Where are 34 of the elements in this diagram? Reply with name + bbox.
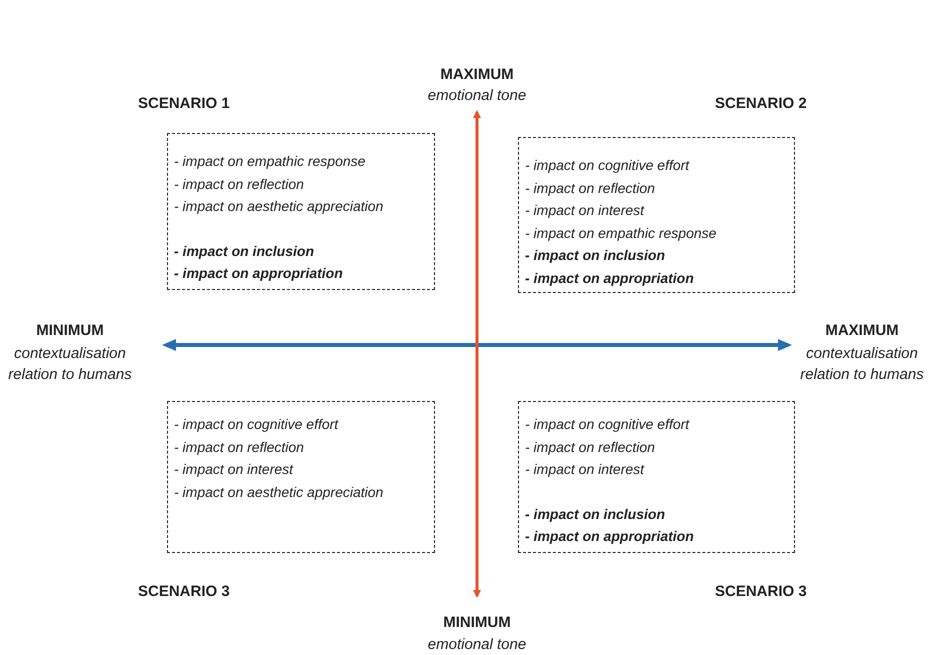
- scenario-heading: SCENARIO 3: [715, 583, 807, 600]
- impact-item: - impact on reflection: [525, 438, 655, 457]
- impact-item: - impact on appropriation: [174, 264, 343, 283]
- axis-caption: contextualisation: [14, 345, 126, 362]
- axis-caption: relation to humans: [8, 366, 132, 383]
- axis-end-label: MAXIMUM: [825, 322, 899, 339]
- axis-caption: contextualisation: [806, 345, 918, 362]
- axis-end-label: MINIMUM: [36, 322, 104, 339]
- impact-item: - impact on interest: [525, 460, 644, 479]
- impact-item: - impact on aesthetic appreciation: [174, 197, 384, 216]
- impact-item: - impact on empathic response: [525, 224, 716, 243]
- impact-item: - impact on reflection: [174, 174, 304, 194]
- axis-caption: relation to humans: [800, 366, 924, 383]
- axis-end-label: MAXIMUM: [440, 66, 514, 83]
- impact-item: - impact on reflection: [174, 438, 304, 457]
- axis-end-label: MINIMUM: [443, 614, 511, 631]
- impact-item: - impact on appropriation: [525, 527, 694, 546]
- impact-item: - impact on cognitive effort: [525, 415, 690, 434]
- impact-item: - impact on reflection: [525, 178, 655, 198]
- impact-item: - impact on inclusion: [174, 242, 314, 261]
- axis-caption: emotional tone: [428, 636, 526, 653]
- scenario-heading: SCENARIO 1: [138, 95, 230, 112]
- axis-caption: emotional tone: [428, 87, 526, 104]
- impact-item: - impact on inclusion: [525, 504, 666, 524]
- impact-item: - impact on appropriation: [525, 268, 694, 288]
- impact-item: - impact on cognitive effort: [525, 156, 690, 175]
- impact-item: - impact on interest: [525, 201, 644, 220]
- scenario-heading: SCENARIO 3: [138, 583, 230, 600]
- impact-item: - impact on inclusion: [525, 246, 666, 265]
- impact-item: - impact on interest: [174, 460, 294, 479]
- impact-item: - impact on empathic response: [174, 152, 366, 171]
- scenario-heading: SCENARIO 2: [715, 95, 807, 112]
- impact-item: - impact on aesthetic appreciation: [174, 482, 384, 502]
- impact-item: - impact on cognitive effort: [174, 415, 338, 434]
